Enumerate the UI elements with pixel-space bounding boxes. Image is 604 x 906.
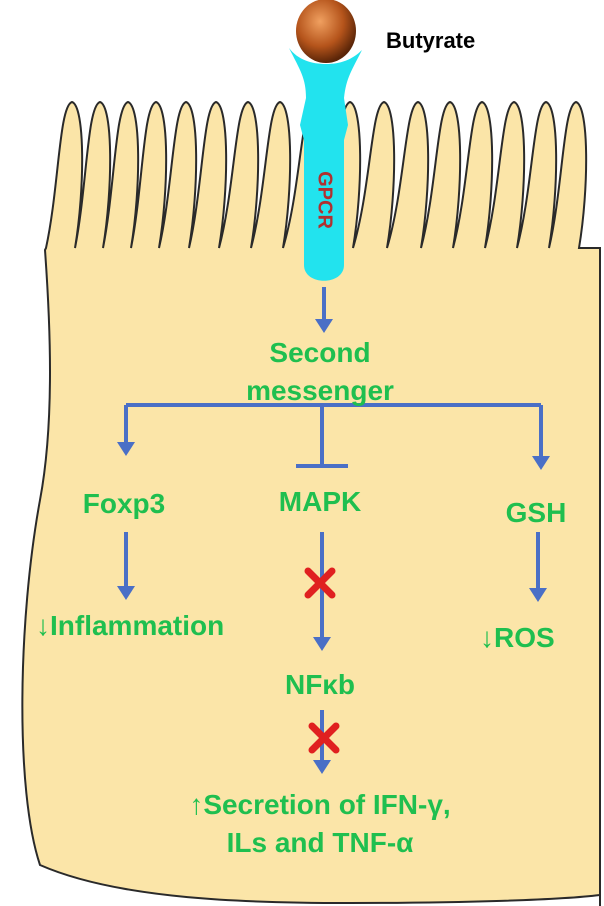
second-messenger-line1: Second	[269, 337, 371, 368]
pathway-arrows	[117, 287, 550, 774]
secretion-arrow-head	[313, 760, 331, 774]
foxp3-arrow-head	[117, 442, 135, 456]
secretion-label: ↑Secretion of IFN-γ, ILs and TNF-α	[189, 786, 450, 862]
inflammation-arrow-head	[117, 586, 135, 600]
ros-label: ↓ROS	[480, 622, 555, 653]
second-messenger-label: Second messenger	[246, 334, 394, 410]
inhibition-marks	[304, 567, 340, 754]
gsh-arrow-head	[532, 456, 550, 470]
red-x-icon-nfkb-stroke-2	[308, 722, 340, 754]
butyrate-label: Butyrate	[386, 28, 476, 53]
secretion-line1: ↑Secretion of IFN-γ,	[189, 789, 451, 820]
butyrate-molecule-icon	[296, 0, 356, 63]
gsh-label: GSH	[505, 497, 567, 528]
nfkb-label: NFκb	[284, 669, 356, 700]
nfkb-arrow-head	[313, 637, 331, 651]
gpcr-to-messenger-arrow-head	[315, 319, 333, 333]
inflammation-label: ↓Inflammation	[36, 610, 225, 641]
second-messenger-line2: messenger	[246, 375, 394, 406]
secretion-line2: ILs and TNF-α	[226, 827, 414, 858]
ros-arrow-head	[529, 588, 547, 602]
red-x-icon-mapk-stroke-2	[304, 567, 336, 599]
gpcr-receptor	[289, 48, 362, 281]
mapk-label: MAPK	[278, 486, 362, 517]
foxp3-label: Foxp3	[82, 488, 166, 519]
gpcr-label: GPCR	[313, 171, 336, 229]
